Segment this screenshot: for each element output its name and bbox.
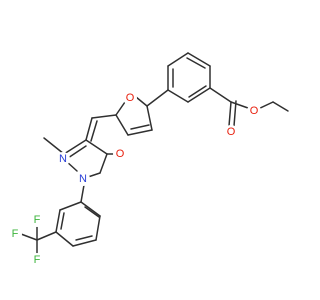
bond: [230, 101, 249, 109]
bond: [146, 89, 169, 107]
bond: [188, 85, 207, 98]
pyrazole-nitrogen-label: N: [79, 173, 87, 185]
bond: [187, 87, 211, 103]
molecule-structure: O O O O N N F F F: [8, 52, 289, 267]
bond: [130, 124, 150, 130]
fluorine-label: F: [34, 214, 41, 226]
bond: [85, 117, 93, 141]
ester-oxygen-label: O: [250, 105, 259, 117]
bond: [60, 212, 65, 230]
bond: [167, 52, 189, 67]
bond: [36, 231, 57, 241]
bond: [55, 231, 74, 247]
bond: [72, 239, 97, 247]
bond: [87, 172, 101, 178]
bond: [20, 233, 38, 241]
bond: [209, 87, 232, 103]
bond: [84, 206, 100, 218]
bond: [115, 101, 126, 116]
bond: [228, 101, 232, 127]
bond: [80, 201, 101, 217]
bond: [186, 57, 206, 69]
bond: [91, 114, 117, 119]
furan-oxygen-label: O: [126, 92, 135, 104]
bond: [187, 52, 211, 67]
bond: [99, 153, 108, 174]
bond: [90, 120, 98, 142]
bond: [75, 235, 93, 241]
bond: [67, 145, 87, 159]
bond: [167, 89, 189, 103]
bond: [146, 105, 153, 131]
ketone-oxygen-label: O: [116, 148, 125, 160]
bond: [95, 215, 101, 241]
atom-labels: O O O O N N F F F: [8, 91, 261, 267]
bond: [59, 201, 82, 211]
bond: [80, 184, 85, 203]
bond: [127, 129, 153, 136]
fluorine-label: F: [12, 228, 19, 240]
bond: [63, 139, 87, 155]
bonds: [20, 52, 289, 254]
bond: [43, 137, 65, 155]
fluorine-label: F: [34, 254, 41, 266]
bond: [272, 101, 289, 112]
carbonyl-oxygen-label: O: [227, 126, 236, 138]
bond: [85, 139, 108, 155]
bond: [115, 114, 129, 136]
bond: [55, 209, 61, 233]
bond: [135, 96, 148, 107]
bond: [233, 100, 237, 127]
pyrazole-nitrogen-label: N: [59, 153, 67, 165]
